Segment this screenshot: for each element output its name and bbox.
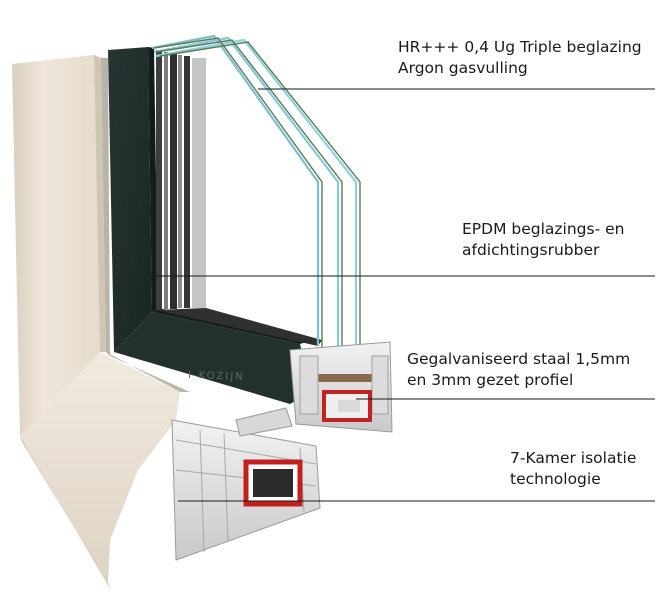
watermark-text: I-KOZIJN — [188, 370, 245, 383]
callout-chambers-line2: technologie — [510, 470, 601, 488]
callout-steel: Gegalvaniseerd staal 1,5mm en 3mm gezet … — [407, 349, 630, 391]
callout-gasket-line2: afdichtingsrubber — [462, 241, 600, 259]
callout-steel-line1: Gegalvaniseerd staal 1,5mm — [407, 350, 631, 368]
callout-chambers: 7-Kamer isolatie technologie — [510, 448, 636, 490]
outer-frame-reveal — [101, 58, 190, 392]
callout-glazing-line1: HR+++ 0,4 Ug Triple beglazing — [398, 38, 642, 56]
sash-dark-green — [108, 47, 312, 404]
gasket-strips — [156, 50, 322, 346]
callout-glazing-line2: Argon gasvulling — [398, 59, 528, 77]
callout-gasket-line1: EPDM beglazings- en — [462, 220, 625, 238]
callout-steel-line2: en 3mm gezet profiel — [407, 371, 574, 389]
callout-gasket: EPDM beglazings- en afdichtingsrubber — [462, 219, 624, 261]
callout-glazing: HR+++ 0,4 Ug Triple beglazing Argon gasv… — [398, 37, 642, 79]
callout-chambers-line1: 7-Kamer isolatie — [510, 449, 637, 467]
outer-frame-cream — [12, 55, 180, 590]
triple-glazing — [151, 34, 361, 360]
sash-profile-section — [289, 341, 393, 433]
frame-profile-section — [171, 407, 321, 561]
leader-lines — [150, 88, 655, 502]
